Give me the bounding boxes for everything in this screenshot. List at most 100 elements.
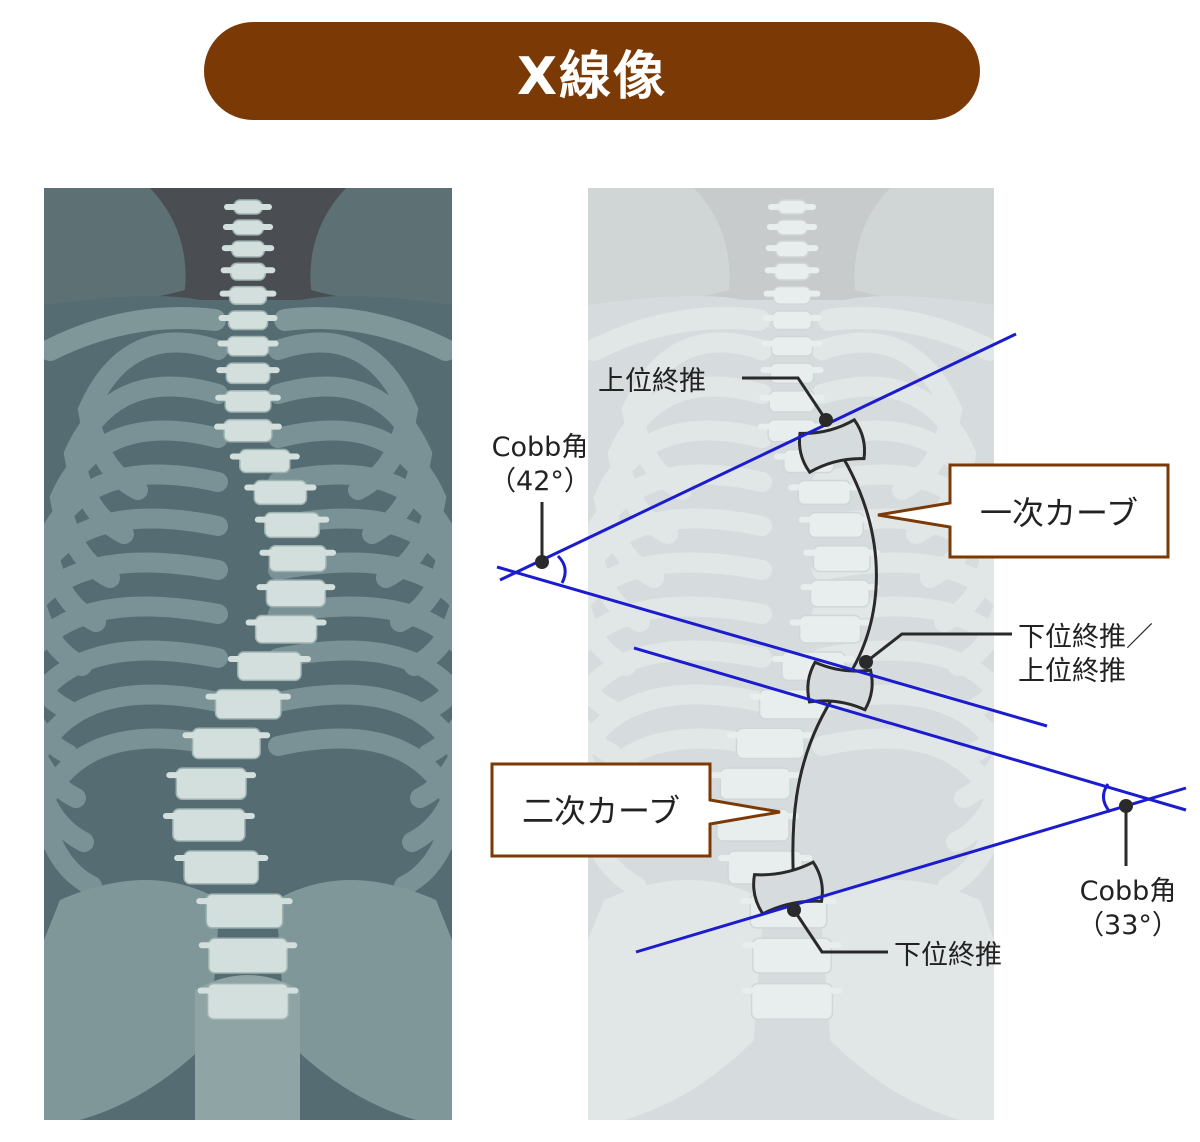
vertebra-process xyxy=(197,987,299,994)
rib xyxy=(593,420,772,588)
vertebra xyxy=(797,479,852,506)
vertebra-process xyxy=(219,290,277,297)
rib xyxy=(588,552,772,720)
vertebra-process xyxy=(803,549,881,556)
vertebra-process xyxy=(789,619,871,626)
vertebra-process xyxy=(218,315,278,321)
diagram-panel xyxy=(588,188,994,1120)
vertebra-process xyxy=(798,516,874,523)
rib xyxy=(44,464,228,632)
page-title: X線像 xyxy=(204,22,980,120)
vertebra-process xyxy=(227,656,311,662)
vertebra-process xyxy=(220,267,276,274)
cobb-label-1: Cobb角 xyxy=(492,432,589,463)
lower-upper-end-label-2: 上位終推 xyxy=(1018,656,1126,687)
vertebra xyxy=(253,479,308,506)
vertebra-process xyxy=(765,245,819,252)
vertebra-process xyxy=(741,987,843,994)
vertebra-process xyxy=(768,204,816,210)
vertebra-process xyxy=(718,855,813,861)
vertebra-process xyxy=(761,340,823,347)
rib xyxy=(812,596,994,764)
vertebra xyxy=(223,418,273,443)
rib xyxy=(268,596,452,764)
vertebra-process xyxy=(244,484,317,491)
rib xyxy=(268,728,452,896)
vertebra-process xyxy=(764,267,820,274)
primary-curve-label: 一次カーブ xyxy=(980,494,1138,532)
rib xyxy=(268,508,452,676)
vertebra xyxy=(812,545,871,573)
upper-end-vertebra-label: 上位終推 xyxy=(598,366,706,397)
vertebra-process xyxy=(162,813,255,819)
vertebra-process xyxy=(221,245,275,252)
vertebra-process xyxy=(229,453,300,460)
rib xyxy=(44,508,228,676)
rib xyxy=(812,728,994,896)
vertebra xyxy=(239,448,291,474)
rib xyxy=(268,684,452,852)
lower-end-vertebra-label: 下位終推 xyxy=(894,940,1002,971)
cobb-angle-arc-2 xyxy=(1102,783,1112,813)
vertebra-process xyxy=(217,340,279,347)
vertebra-process xyxy=(259,549,337,556)
rib xyxy=(588,596,772,764)
rib xyxy=(49,420,228,588)
secondary-curve-label: 二次カーブ xyxy=(522,792,680,830)
vertebra-process xyxy=(762,315,822,321)
vertebra-process xyxy=(214,423,282,430)
vertebra-process xyxy=(788,484,861,491)
vertebra xyxy=(809,579,871,608)
vertebra-process xyxy=(742,942,842,949)
vertebra-process xyxy=(182,732,271,739)
vertebra-process xyxy=(174,855,269,861)
cobb-angle-2: （33°） xyxy=(1077,910,1179,941)
vertebra-process xyxy=(222,224,274,230)
cobb-label-2: Cobb角 xyxy=(1080,876,1177,907)
vertebra-process xyxy=(205,693,291,700)
cobb-measure-lines xyxy=(496,332,1187,954)
cobb-angle-arc-1 xyxy=(556,554,567,584)
vertebra xyxy=(264,511,320,539)
rib xyxy=(588,508,772,676)
rib xyxy=(268,552,452,720)
vertebra-process xyxy=(216,367,280,374)
rib xyxy=(44,552,228,720)
vertebra-process xyxy=(198,942,298,949)
vertebra-process xyxy=(800,584,880,591)
vertebra-process xyxy=(759,394,825,401)
vertebra-process xyxy=(763,290,821,297)
cobb-angle-1: （42°） xyxy=(489,466,591,497)
vertebra xyxy=(268,545,327,573)
rib xyxy=(44,728,228,896)
vertebra xyxy=(224,390,272,413)
rib xyxy=(812,684,994,852)
vertebra-process xyxy=(758,423,826,430)
rib xyxy=(44,684,228,852)
vertebra xyxy=(808,511,864,539)
xray-panel xyxy=(44,188,452,1120)
vertebra-process xyxy=(215,394,281,401)
vertebra xyxy=(769,362,815,385)
leader-dots xyxy=(535,413,1133,917)
vertebra-process xyxy=(726,732,815,739)
vertebra xyxy=(225,362,271,385)
secondary-curve-callout: 二次カーブ xyxy=(490,762,781,858)
vertebra-process xyxy=(224,204,272,210)
vertebra-process xyxy=(766,224,818,230)
vertebra-process xyxy=(256,584,336,591)
vertebra-process xyxy=(196,898,293,905)
lower-upper-end-label-1: 下位終推／ xyxy=(1018,622,1153,653)
leader-lines xyxy=(540,376,1128,954)
vertebra-process xyxy=(760,367,824,374)
vertebra xyxy=(265,579,327,608)
rib xyxy=(268,420,447,588)
rib xyxy=(812,552,994,720)
primary-curve-callout: 一次カーブ xyxy=(877,463,1170,559)
vertebra-process xyxy=(166,772,257,779)
rib xyxy=(268,464,452,632)
rib xyxy=(44,596,228,764)
vertebra-process xyxy=(245,619,327,626)
vertebra-process xyxy=(254,516,330,523)
